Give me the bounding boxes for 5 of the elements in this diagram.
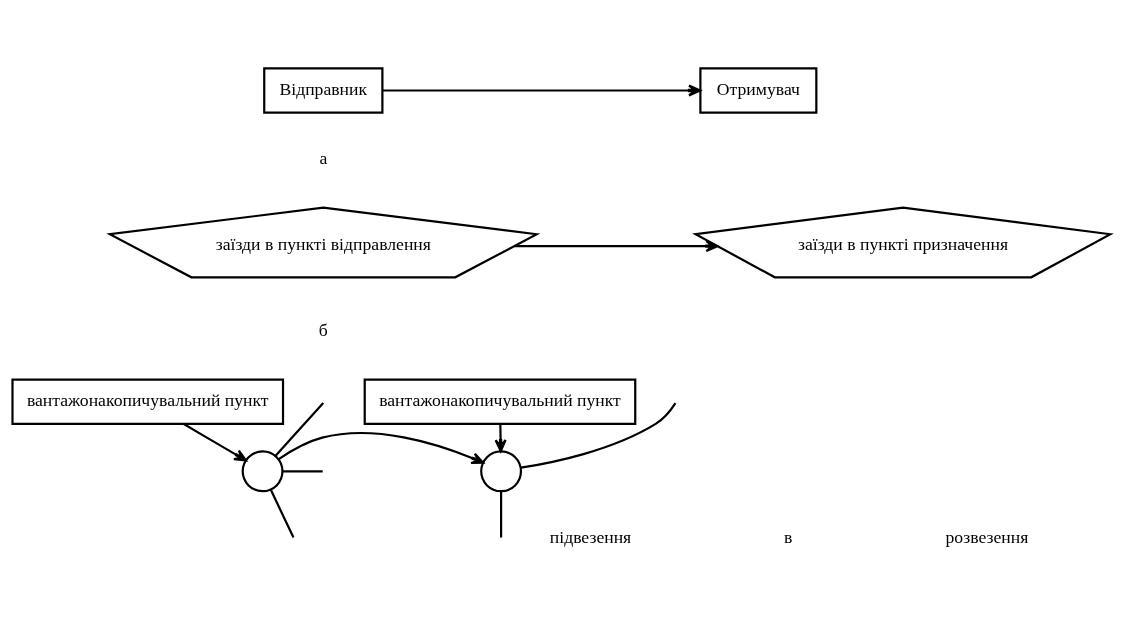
label: підвезення [549, 526, 632, 547]
label: в [784, 526, 793, 547]
label: б [318, 319, 328, 340]
label: розвезення [945, 526, 1029, 547]
label: а [319, 147, 328, 168]
